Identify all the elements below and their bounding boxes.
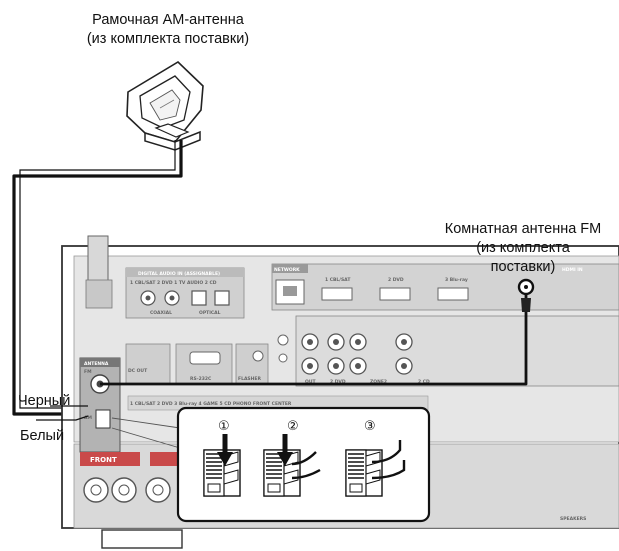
svg-text:FRONT: FRONT — [90, 456, 117, 464]
step-2-number: ② — [287, 419, 299, 434]
svg-text:FLASHER: FLASHER — [238, 376, 262, 382]
svg-text:FM: FM — [84, 369, 92, 375]
white-wire-label: Белый — [20, 427, 64, 445]
step-3-number: ③ — [364, 419, 376, 434]
svg-text:DIGITAL AUDIO IN (ASSIGNABLE): DIGITAL AUDIO IN (ASSIGNABLE) — [138, 271, 220, 277]
am-loop-antenna — [127, 62, 203, 150]
svg-text:1 CBL/SAT 2 DVD 1 TV AUDIO: 1 CBL/SAT 2 DVD 1 TV AUDIO 2 CD — [130, 280, 217, 286]
terminal-steps-callout: ① ② ③ — [178, 408, 429, 521]
fm-antenna-label: Комнатная антенна FM (из комплекта поста… — [428, 220, 618, 277]
fm-antenna-label-line3: поставки) — [428, 258, 618, 277]
svg-text:DC OUT: DC OUT — [128, 368, 148, 374]
svg-text:OPTICAL: OPTICAL — [199, 310, 221, 316]
step-1-number: ① — [218, 419, 230, 434]
am-antenna-label-line2: (из комплекта поставки) — [58, 30, 278, 49]
am-antenna-label: Рамочная AM-антенна (из комплекта постав… — [58, 11, 278, 49]
am-antenna-label-line1: Рамочная AM-антенна — [58, 11, 278, 30]
svg-text:NETWORK: NETWORK — [274, 267, 300, 273]
black-wire-label: Черный — [18, 392, 70, 410]
svg-text:COAXIAL: COAXIAL — [150, 310, 172, 316]
fm-antenna-label-line1: Комнатная антенна FM — [428, 220, 618, 239]
svg-text:2 DVD: 2 DVD — [388, 277, 404, 283]
svg-text:AM: AM — [84, 415, 92, 421]
svg-text:1 CBL/SAT 2 DVD 3 Blu-ray 4: 1 CBL/SAT 2 DVD 3 Blu-ray 4 GAME 5 CD PH… — [130, 401, 292, 407]
svg-text:1 CBL/SAT: 1 CBL/SAT — [325, 277, 351, 283]
svg-text:RS-232C: RS-232C — [190, 376, 212, 382]
svg-text:3 Blu-ray: 3 Blu-ray — [445, 277, 468, 283]
svg-text:ANTENNA: ANTENNA — [84, 361, 109, 367]
svg-text:SPEAKERS: SPEAKERS — [560, 516, 586, 522]
fm-antenna-label-line2: (из комплекта — [428, 239, 618, 258]
